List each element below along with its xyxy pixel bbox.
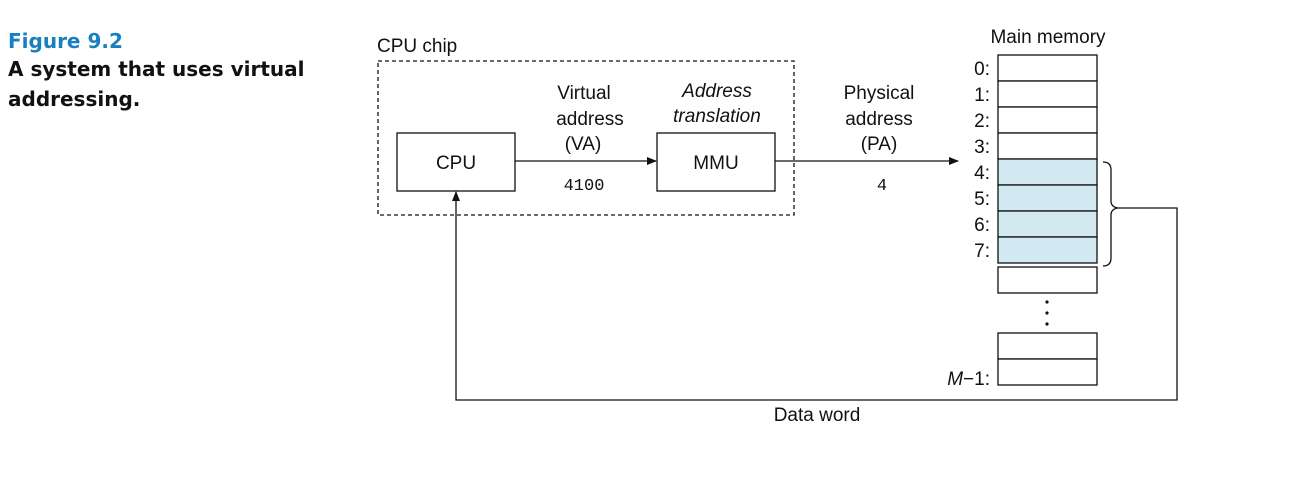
memory-row-label-7: 7: xyxy=(974,241,990,262)
virtual-address-label-line-1: Virtual xyxy=(557,83,611,104)
physical-address-label-line-3: (PA) xyxy=(861,134,898,155)
virtual-address-value: 4100 xyxy=(564,177,605,196)
address-translation-label-line-1: Address xyxy=(681,81,752,102)
highlight-brace xyxy=(1102,161,1119,267)
memory-row-label-last: M−1: xyxy=(947,369,990,390)
memory-cell-0 xyxy=(997,54,1098,82)
memory-cell-1 xyxy=(997,80,1098,108)
memory-row-label-4: 4: xyxy=(974,163,990,184)
memory-cell-7 xyxy=(997,236,1098,264)
memory-row-label-1: 1: xyxy=(974,85,990,106)
physical-address-label-line-1: Physical xyxy=(844,83,915,104)
mmu-box xyxy=(656,132,776,192)
memory-rows: 0: 1: 2: 3: 4: 5: 6: 7: xyxy=(974,54,1098,264)
memory-cell-before-last xyxy=(997,332,1098,360)
memory-row-label-0: 0: xyxy=(974,59,990,80)
cpu-label: CPU xyxy=(436,153,476,174)
physical-address-value: 4 xyxy=(877,177,887,196)
memory-cell-last xyxy=(997,358,1098,386)
memory-cell-4 xyxy=(997,158,1098,186)
memory-cell-6 xyxy=(997,210,1098,238)
figure-title-line-2: addressing. xyxy=(8,87,141,111)
figure-label: Figure 9.2 xyxy=(8,29,123,53)
memory-cell-5 xyxy=(997,184,1098,212)
cpu-chip-boundary xyxy=(377,60,795,216)
data-word-arrow xyxy=(452,191,1178,401)
virtual-address-label-line-2: address xyxy=(556,109,624,130)
memory-cell-gap xyxy=(997,266,1098,294)
ellipsis-dot xyxy=(1045,311,1049,315)
figure-caption: Figure 9.2 A system that uses virtual ad… xyxy=(8,28,348,114)
memory-last-var: M xyxy=(947,369,963,390)
figure-title-line-1: A system that uses virtual xyxy=(8,57,305,81)
memory-last-rest: −1: xyxy=(963,369,990,390)
address-translation-label-line-2: translation xyxy=(673,106,761,127)
main-memory-label: Main memory xyxy=(990,27,1106,48)
cpu-chip-label: CPU chip xyxy=(377,36,457,57)
memory-row-label-5: 5: xyxy=(974,189,990,210)
memory-cell-2 xyxy=(997,106,1098,134)
ellipsis-dot xyxy=(1045,300,1049,304)
memory-row-label-2: 2: xyxy=(974,111,990,132)
memory-row-label-6: 6: xyxy=(974,215,990,236)
mmu-label: MMU xyxy=(693,153,738,174)
virtual-address-label-line-3: (VA) xyxy=(565,134,602,155)
memory-cell-3 xyxy=(997,132,1098,160)
memory-row-label-3: 3: xyxy=(974,137,990,158)
data-word-label: Data word xyxy=(774,405,861,426)
ellipsis-dot xyxy=(1045,322,1049,326)
physical-address-label-line-2: address xyxy=(845,109,913,130)
